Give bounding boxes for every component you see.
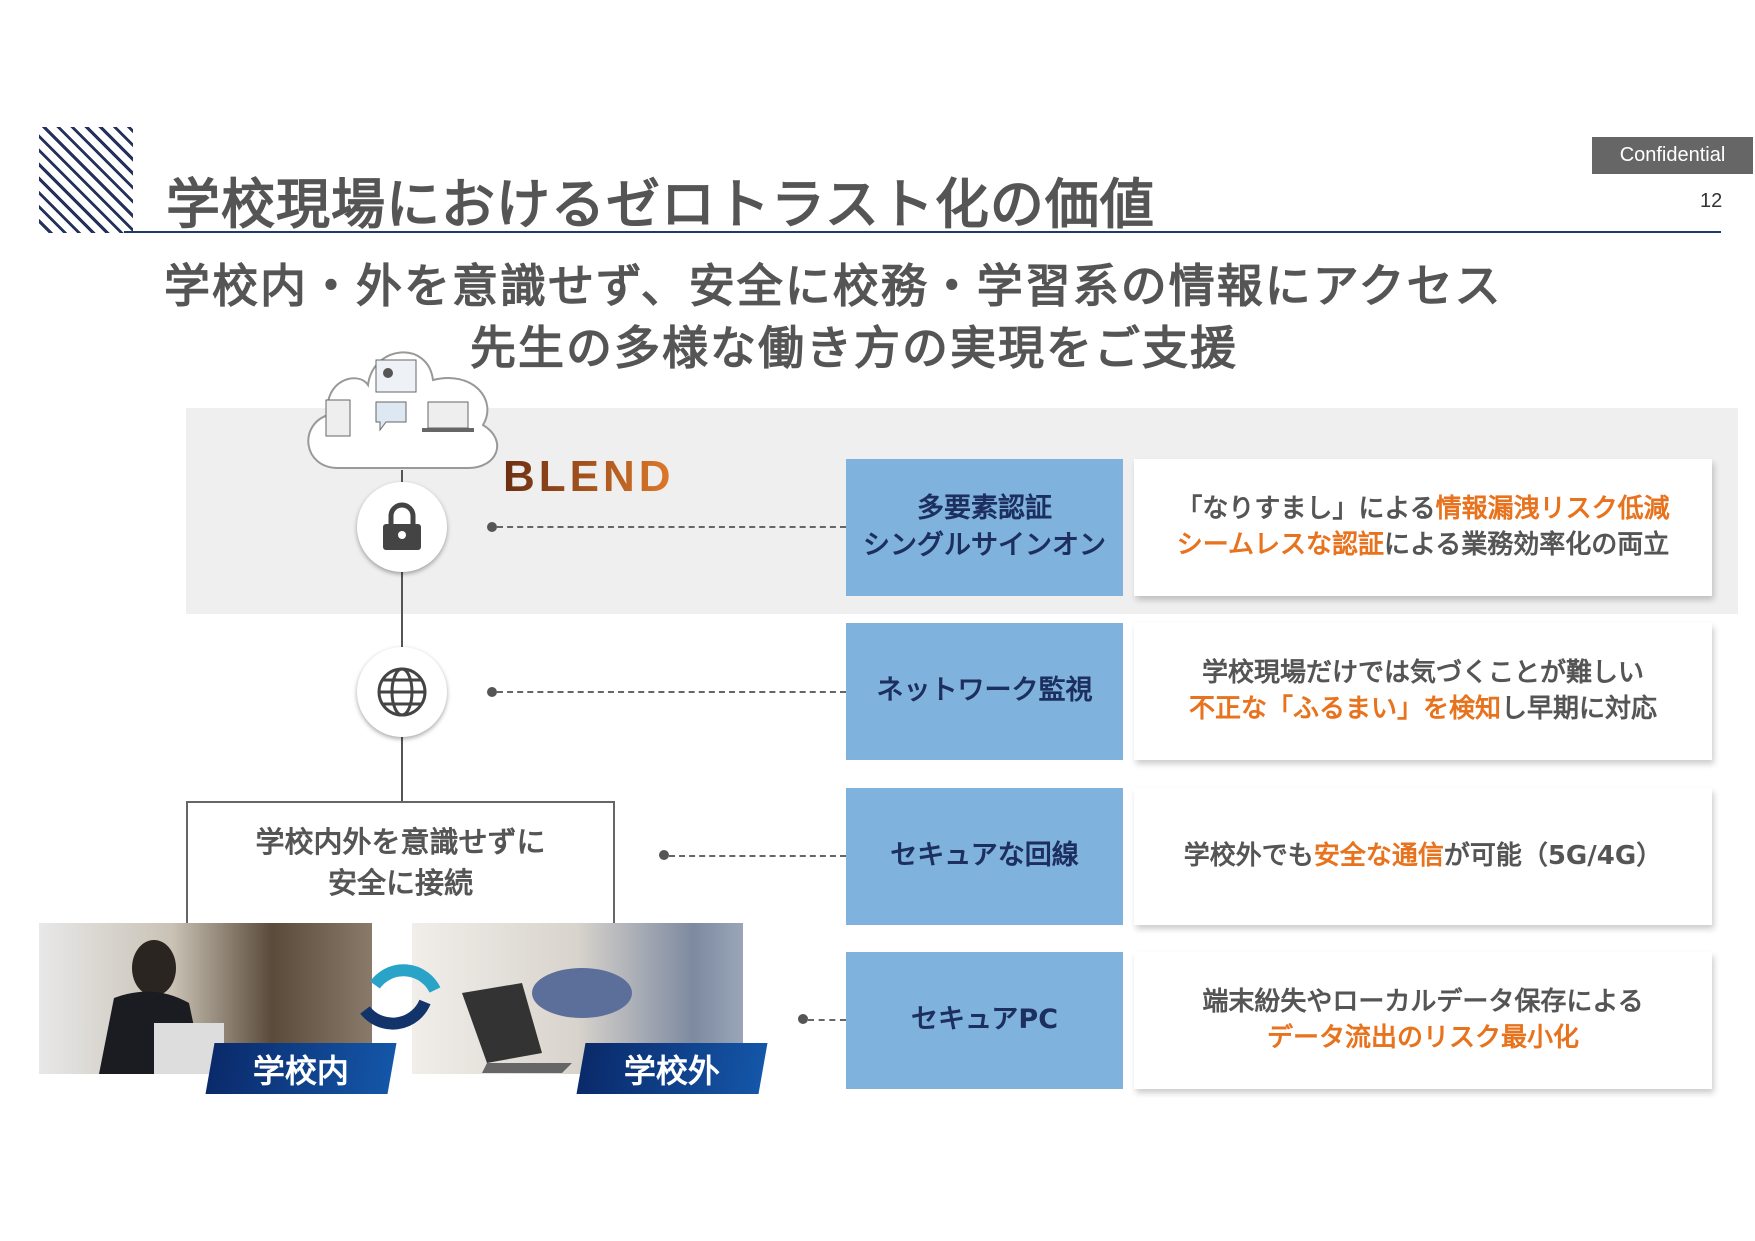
text-segment: シームレスな認証	[1176, 529, 1384, 560]
feature-desc-pc: 端末紛失やローカルデータ保存による データ流出のリスク最小化	[1134, 952, 1712, 1089]
page-title: 学校現場におけるゼロトラスト化の価値	[166, 173, 1155, 236]
feature-secure-line: セキュアな回線	[846, 788, 1123, 925]
text-segment: 端末紛失やローカルデータ保存による	[1202, 987, 1644, 1018]
confidential-badge: Confidential	[1592, 137, 1753, 174]
connector-line	[401, 470, 403, 801]
lock-icon	[357, 482, 447, 572]
text-segment: シングルサインオン	[863, 529, 1106, 561]
connect-box-line1: 学校内外を意識せずに	[255, 825, 546, 860]
text-segment: 学校外でも	[1183, 840, 1314, 871]
photo-teacher-at-home	[412, 923, 743, 1074]
text-segment: ネットワーク監視	[876, 675, 1093, 707]
connector-dashed-line	[497, 526, 846, 528]
feature-desc-network: 学校現場だけでは気づくことが難しい 不正な「ふるまい」を検知し早期に対応	[1134, 623, 1712, 760]
page-number: 12	[1700, 190, 1723, 212]
connector-dashed-line	[669, 855, 846, 857]
text-segment: し早期に対応	[1501, 693, 1658, 724]
connector-dot	[798, 1014, 808, 1024]
feature-desc-line: 学校外でも安全な通信が可能（5G/4G）	[1134, 788, 1712, 925]
feature-secure-pc: セキュアPC	[846, 952, 1123, 1089]
text-segment: 学校内	[252, 1051, 349, 1090]
label-outside-school: 学校外	[576, 1043, 768, 1094]
text-segment: 「なりすまし」による	[1176, 494, 1436, 525]
connect-box: 学校内外を意識せずに 安全に接続	[186, 801, 615, 923]
title-divider	[124, 231, 1721, 233]
text-segment: が可能（5G/4G）	[1443, 840, 1663, 871]
connector-dot	[487, 687, 497, 697]
connector-dot	[659, 850, 669, 860]
subtitle-line-1: 学校内・外を意識せず、安全に校務・学習系の情報にアクセス	[164, 259, 1503, 313]
feature-mfa-sso: 多要素認証シングルサインオン	[846, 459, 1123, 596]
blend-logo: BLEND	[503, 452, 675, 501]
text-segment: 安全な通信	[1313, 840, 1444, 871]
connector-dot	[487, 522, 497, 532]
text-segment: データ流出のリスク最小化	[1266, 1022, 1579, 1053]
text-segment: 情報漏洩リスク低減	[1435, 494, 1670, 525]
feature-network-monitoring: ネットワーク監視	[846, 623, 1123, 760]
text-segment: セキュアな回線	[890, 840, 1079, 872]
subtitle-line-2: 先生の多様な働き方の実現をご支援	[470, 321, 1238, 375]
text-segment: 学校外	[623, 1051, 720, 1090]
text-segment: セキュアPC	[910, 1004, 1059, 1036]
connector-dashed-line	[808, 1019, 846, 1021]
text-segment: 多要素認証	[917, 493, 1052, 525]
connector-dashed-line	[497, 691, 846, 693]
decorative-stripes	[39, 127, 133, 233]
sync-arrows-icon	[360, 964, 441, 1030]
feature-desc-mfa: 「なりすまし」による情報漏洩リスク低減 シームレスな認証による業務効率化の両立	[1134, 459, 1712, 596]
text-segment: 不正な「ふるまい」を検知	[1188, 693, 1501, 724]
globe-icon	[357, 647, 447, 737]
connect-box-line2: 安全に接続	[327, 866, 473, 900]
text-segment: 学校現場だけでは気づくことが難しい	[1201, 658, 1644, 689]
label-inside-school: 学校内	[205, 1043, 397, 1094]
cloud-icon	[307, 351, 499, 469]
text-segment: による業務効率化の両立	[1384, 529, 1670, 560]
